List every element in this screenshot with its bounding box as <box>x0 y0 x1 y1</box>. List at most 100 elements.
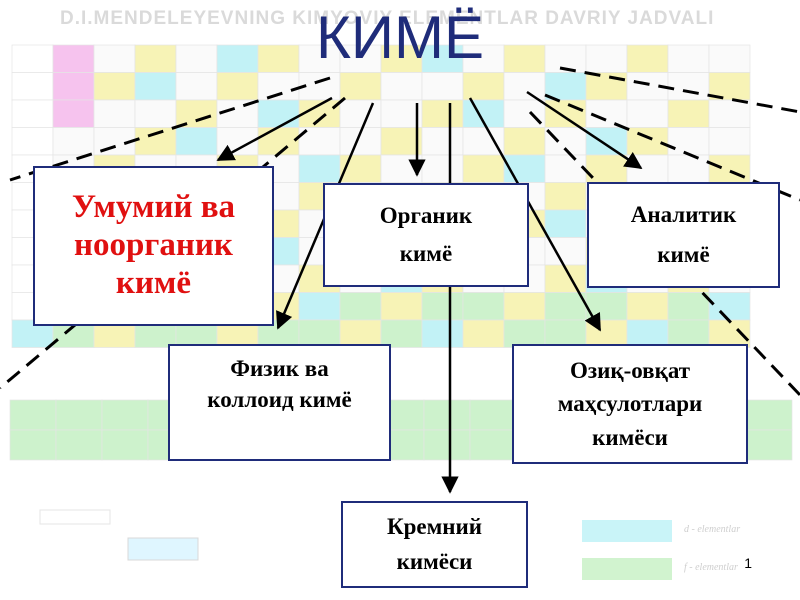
table-cell <box>52 99 95 128</box>
food-chemistry-label: Озиқ-овқат маҳсулотлари кимёси <box>557 357 703 450</box>
table-cell <box>544 292 587 321</box>
table-cell <box>708 99 751 128</box>
table-cell <box>380 72 423 101</box>
table-cell <box>667 127 710 156</box>
table-cell <box>421 154 464 183</box>
table-cell <box>52 44 95 73</box>
legend-element-cell <box>127 537 199 561</box>
table-cell <box>503 127 546 156</box>
table-cell <box>257 72 300 101</box>
legend-d-label: d - elementlar <box>684 524 741 535</box>
table-cell <box>380 44 423 73</box>
table-cell <box>421 99 464 128</box>
table-cell <box>708 127 751 156</box>
table-cell <box>626 127 669 156</box>
table-cell <box>134 72 177 101</box>
table-cell <box>339 72 382 101</box>
table-cell <box>339 154 382 183</box>
table-cell <box>585 292 628 321</box>
table-cell <box>339 127 382 156</box>
table-cell <box>101 429 149 461</box>
table-cell <box>257 127 300 156</box>
table-cell <box>11 44 54 73</box>
table-cell <box>462 154 505 183</box>
table-cell <box>134 127 177 156</box>
table-cell <box>175 72 218 101</box>
table-cell <box>55 429 103 461</box>
table-cell <box>503 154 546 183</box>
table-cell <box>626 72 669 101</box>
table-cell <box>423 429 471 461</box>
table-cell <box>11 127 54 156</box>
table-cell <box>216 99 259 128</box>
table-cell <box>708 154 751 183</box>
table-cell <box>585 72 628 101</box>
table-cell <box>626 99 669 128</box>
table-cell <box>216 44 259 73</box>
table-cell <box>134 99 177 128</box>
table-cell <box>544 99 587 128</box>
table-cell <box>298 72 341 101</box>
table-cell <box>544 237 587 266</box>
physical-colloid-chemistry-box: Физик ва коллоид кимё <box>168 344 391 461</box>
table-cell <box>469 399 517 431</box>
table-cell <box>667 99 710 128</box>
legend-box <box>39 509 111 525</box>
page-number: 1 <box>744 555 752 571</box>
table-cell <box>544 209 587 238</box>
legend-f-label: f - elementlar <box>684 562 738 573</box>
table-cell <box>626 154 669 183</box>
table-cell <box>298 127 341 156</box>
table-cell <box>462 44 505 73</box>
silicon-chemistry-box: Кремний кимёси <box>341 501 528 588</box>
table-cell <box>298 154 341 183</box>
table-cell <box>544 264 587 293</box>
table-cell <box>421 319 464 348</box>
table-cell <box>503 72 546 101</box>
table-cell <box>667 292 710 321</box>
table-cell <box>52 72 95 101</box>
table-cell <box>421 72 464 101</box>
table-cell <box>585 127 628 156</box>
analytic-chemistry-label: Аналитик кимё <box>630 201 737 267</box>
table-cell <box>667 72 710 101</box>
table-cell <box>544 72 587 101</box>
table-cell <box>11 72 54 101</box>
table-cell <box>52 127 95 156</box>
table-cell <box>298 292 341 321</box>
table-cell <box>339 292 382 321</box>
table-cell <box>626 292 669 321</box>
diagram-title: КИМЁ <box>315 4 485 71</box>
analytic-chemistry-box: Аналитик кимё <box>587 182 780 288</box>
silicon-chemistry-label: Кремний кимёси <box>386 514 483 574</box>
table-cell <box>745 429 793 461</box>
table-cell <box>503 292 546 321</box>
table-cell <box>216 72 259 101</box>
general-inorganic-chemistry-label: Умумий ва ноорганик кимё <box>71 189 236 301</box>
table-cell <box>216 127 259 156</box>
table-cell <box>469 429 517 461</box>
food-chemistry-box: Озиқ-овқат маҳсулотлари кимёси <box>512 344 748 464</box>
table-cell <box>101 399 149 431</box>
table-cell <box>9 399 57 431</box>
table-cell <box>544 127 587 156</box>
table-cell <box>585 154 628 183</box>
table-cell <box>380 99 423 128</box>
legend-d-swatch <box>582 520 672 542</box>
table-cell <box>380 292 423 321</box>
table-cell <box>298 99 341 128</box>
table-cell <box>544 154 587 183</box>
table-cell <box>11 99 54 128</box>
table-cell <box>421 127 464 156</box>
table-cell <box>93 44 136 73</box>
table-cell <box>544 182 587 211</box>
general-inorganic-chemistry-box: Умумий ва ноорганик кимё <box>33 166 274 326</box>
table-cell <box>421 292 464 321</box>
table-cell <box>708 292 751 321</box>
background-banner: D.I.MENDELEYEVNING KIMYOVIY ELEMENTLAR D… <box>60 8 715 29</box>
table-cell <box>93 72 136 101</box>
table-cell <box>462 127 505 156</box>
table-cell <box>380 154 423 183</box>
organic-chemistry-label: Органик кимё <box>379 203 473 266</box>
